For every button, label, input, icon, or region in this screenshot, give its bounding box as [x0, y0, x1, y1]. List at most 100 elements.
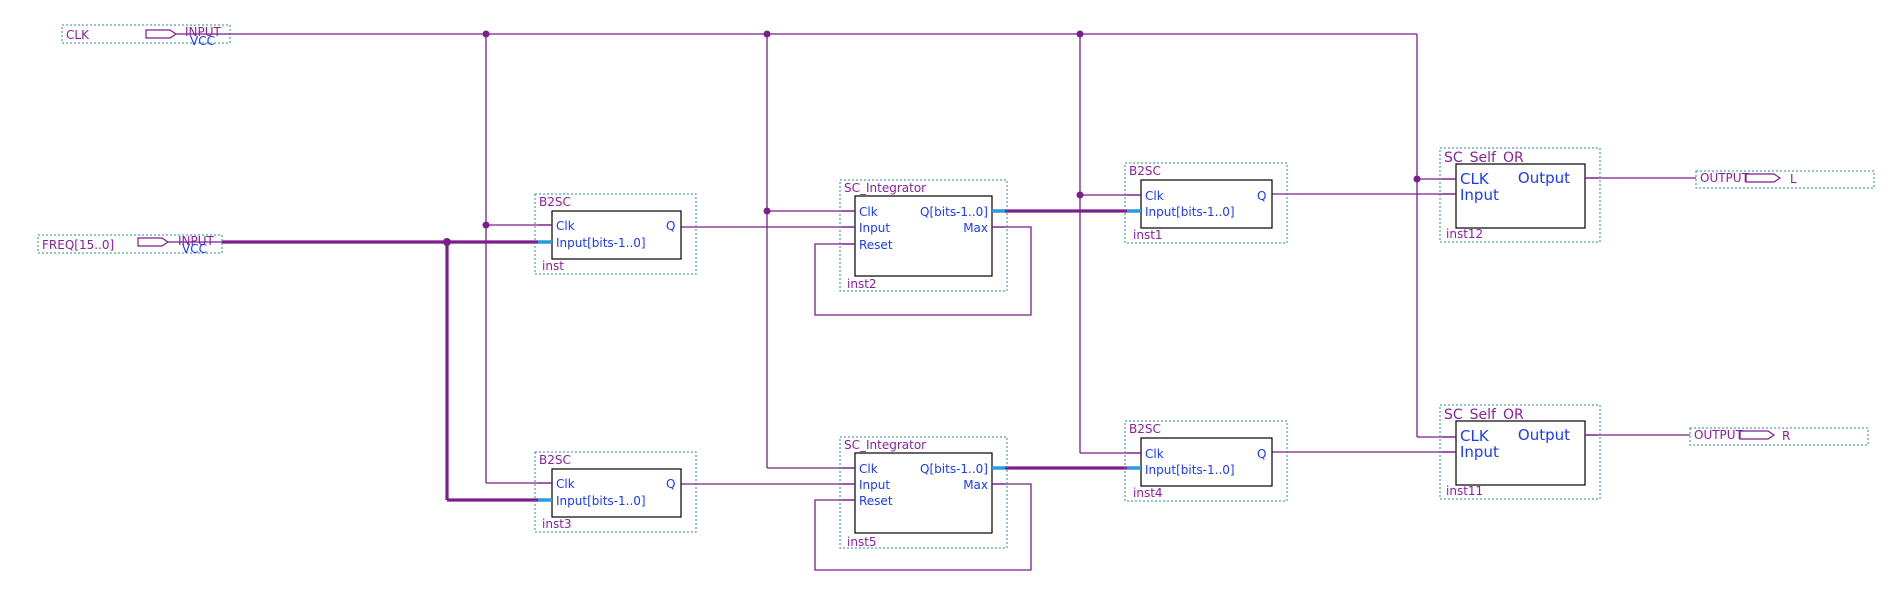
block-instance-label: inst12 — [1446, 227, 1483, 241]
block-frame — [1124, 162, 1288, 244]
block-body — [1140, 437, 1273, 487]
input-port-icon — [145, 29, 178, 39]
block-b2sc-inst1[interactable]: B2SC Clk Input[bits-1..0] Q inst1 — [1124, 162, 1288, 244]
block-frame — [1439, 404, 1601, 500]
pin-label-input: Input[bits-1..0] — [556, 494, 646, 508]
pin-label-input: Input — [859, 478, 890, 492]
junction-dot — [482, 30, 490, 38]
block-type-label: B2SC — [1129, 422, 1161, 436]
block-frame — [839, 179, 1008, 292]
pin-label-clk: Clk — [556, 219, 575, 233]
input-pin-freq[interactable]: FREQ[15..0] INPUT VCC — [37, 234, 223, 256]
output-pin-l[interactable]: OUTPUT L — [1695, 170, 1875, 189]
junction-dot — [482, 221, 490, 229]
pin-label-output: Output — [1518, 426, 1570, 444]
junction-dot — [1076, 30, 1084, 38]
pin-label-q: Q — [1257, 447, 1266, 461]
pin-label-clk: CLK — [1460, 170, 1490, 188]
output-pin-name: R — [1782, 429, 1790, 443]
block-frame — [1124, 420, 1288, 502]
block-instance-label: inst1 — [1133, 228, 1163, 242]
pin-label-clk: Clk — [556, 477, 575, 491]
block-frame — [839, 436, 1008, 549]
input-pin-default: VCC — [182, 242, 207, 256]
pin-label-clk: Clk — [1145, 447, 1164, 461]
block-instance-label: inst2 — [847, 277, 877, 291]
wire-inst2-max-feedback — [814, 226, 1032, 316]
output-pin-frame — [1695, 170, 1875, 189]
block-type-label: B2SC — [539, 195, 571, 209]
pin-label-output: Output — [1518, 169, 1570, 187]
output-pin-type: OUTPUT — [1694, 428, 1744, 442]
junctions — [443, 30, 1421, 246]
block-instance-label: inst4 — [1133, 486, 1163, 500]
input-port-icon — [137, 237, 170, 247]
block-sc-integrator-inst5[interactable]: SC_Integrator Clk Input Reset Q[bits-1..… — [839, 436, 1008, 549]
pin-label-input: Input — [1460, 186, 1499, 204]
pin-label-max: Max — [963, 478, 988, 492]
block-b2sc-inst3[interactable]: B2SC Clk Input[bits-1..0] Q inst3 — [534, 451, 697, 533]
block-type-label: SC_Integrator — [844, 438, 926, 452]
block-frame — [534, 193, 697, 275]
block-instance-label: inst3 — [542, 517, 572, 531]
input-pin-name: CLK — [66, 28, 90, 42]
input-pin-name: FREQ[15..0] — [42, 238, 114, 252]
pin-label-input: Input — [1460, 443, 1499, 461]
block-body — [854, 195, 993, 277]
pin-label-q: Q — [1257, 189, 1266, 203]
pin-label-q: Q[bits-1..0] — [920, 205, 988, 219]
pin-label-input: Input[bits-1..0] — [1145, 205, 1235, 219]
junction-dot — [1076, 191, 1084, 199]
pin-label-reset: Reset — [859, 238, 893, 252]
output-pin-type: OUTPUT — [1700, 171, 1750, 185]
block-body — [551, 210, 682, 260]
pin-label-input: Input[bits-1..0] — [1145, 463, 1235, 477]
block-body — [1455, 163, 1586, 229]
pin-label-clk: CLK — [1460, 427, 1490, 445]
output-pin-name: L — [1790, 172, 1797, 186]
output-pin-frame — [1689, 427, 1869, 446]
pin-label-clk: Clk — [1145, 189, 1164, 203]
block-type-label: B2SC — [1129, 164, 1161, 178]
pin-label-q: Q — [666, 477, 675, 491]
input-pin-frame — [37, 234, 223, 254]
block-type-label: SC_Self_OR — [1444, 407, 1524, 423]
input-pin-default: VCC — [190, 34, 215, 48]
junction-dot — [763, 30, 771, 38]
pin-label-q: Q — [666, 219, 675, 233]
block-instance-label: inst11 — [1446, 484, 1483, 498]
junction-dot — [443, 238, 451, 246]
junction-dot — [1413, 175, 1421, 183]
block-type-label: SC_Integrator — [844, 181, 926, 195]
input-pin-type: INPUT — [178, 234, 215, 248]
input-pin-clk[interactable]: CLK INPUT VCC — [61, 24, 231, 48]
input-pin-type: INPUT — [185, 25, 222, 39]
block-sc-self-or-inst12[interactable]: SC_Self_OR CLK Input Output inst12 — [1439, 147, 1601, 243]
pin-label-clk: Clk — [859, 205, 878, 219]
pin-label-input: Input[bits-1..0] — [556, 236, 646, 250]
block-b2sc-inst[interactable]: B2SC Clk Input[bits-1..0] Q inst — [534, 193, 697, 275]
pin-label-q: Q[bits-1..0] — [920, 462, 988, 476]
pin-label-reset: Reset — [859, 494, 893, 508]
block-type-label: B2SC — [539, 453, 571, 467]
pin-label-clk: Clk — [859, 462, 878, 476]
block-body — [551, 468, 682, 518]
output-port-icon — [1745, 173, 1782, 183]
block-body — [854, 452, 993, 534]
wire-inst5-max-feedback — [814, 483, 1032, 571]
block-frame — [1439, 147, 1601, 243]
wires — [222, 33, 1696, 571]
block-sc-self-or-inst11[interactable]: SC_Self_OR CLK Input Output inst11 — [1439, 404, 1601, 500]
block-frame — [534, 451, 697, 533]
block-instance-label: inst — [542, 259, 564, 273]
block-type-label: SC_Self_OR — [1444, 150, 1524, 166]
block-b2sc-inst4[interactable]: B2SC Clk Input[bits-1..0] Q inst4 — [1124, 420, 1288, 502]
junction-dot — [763, 207, 771, 215]
pin-label-max: Max — [963, 221, 988, 235]
block-body — [1455, 420, 1586, 486]
block-sc-integrator-inst2[interactable]: SC_Integrator Clk Input Reset Q[bits-1..… — [839, 179, 1008, 292]
pin-label-input: Input — [859, 221, 890, 235]
output-port-icon — [1739, 430, 1776, 440]
output-pin-r[interactable]: OUTPUT R — [1689, 427, 1869, 446]
